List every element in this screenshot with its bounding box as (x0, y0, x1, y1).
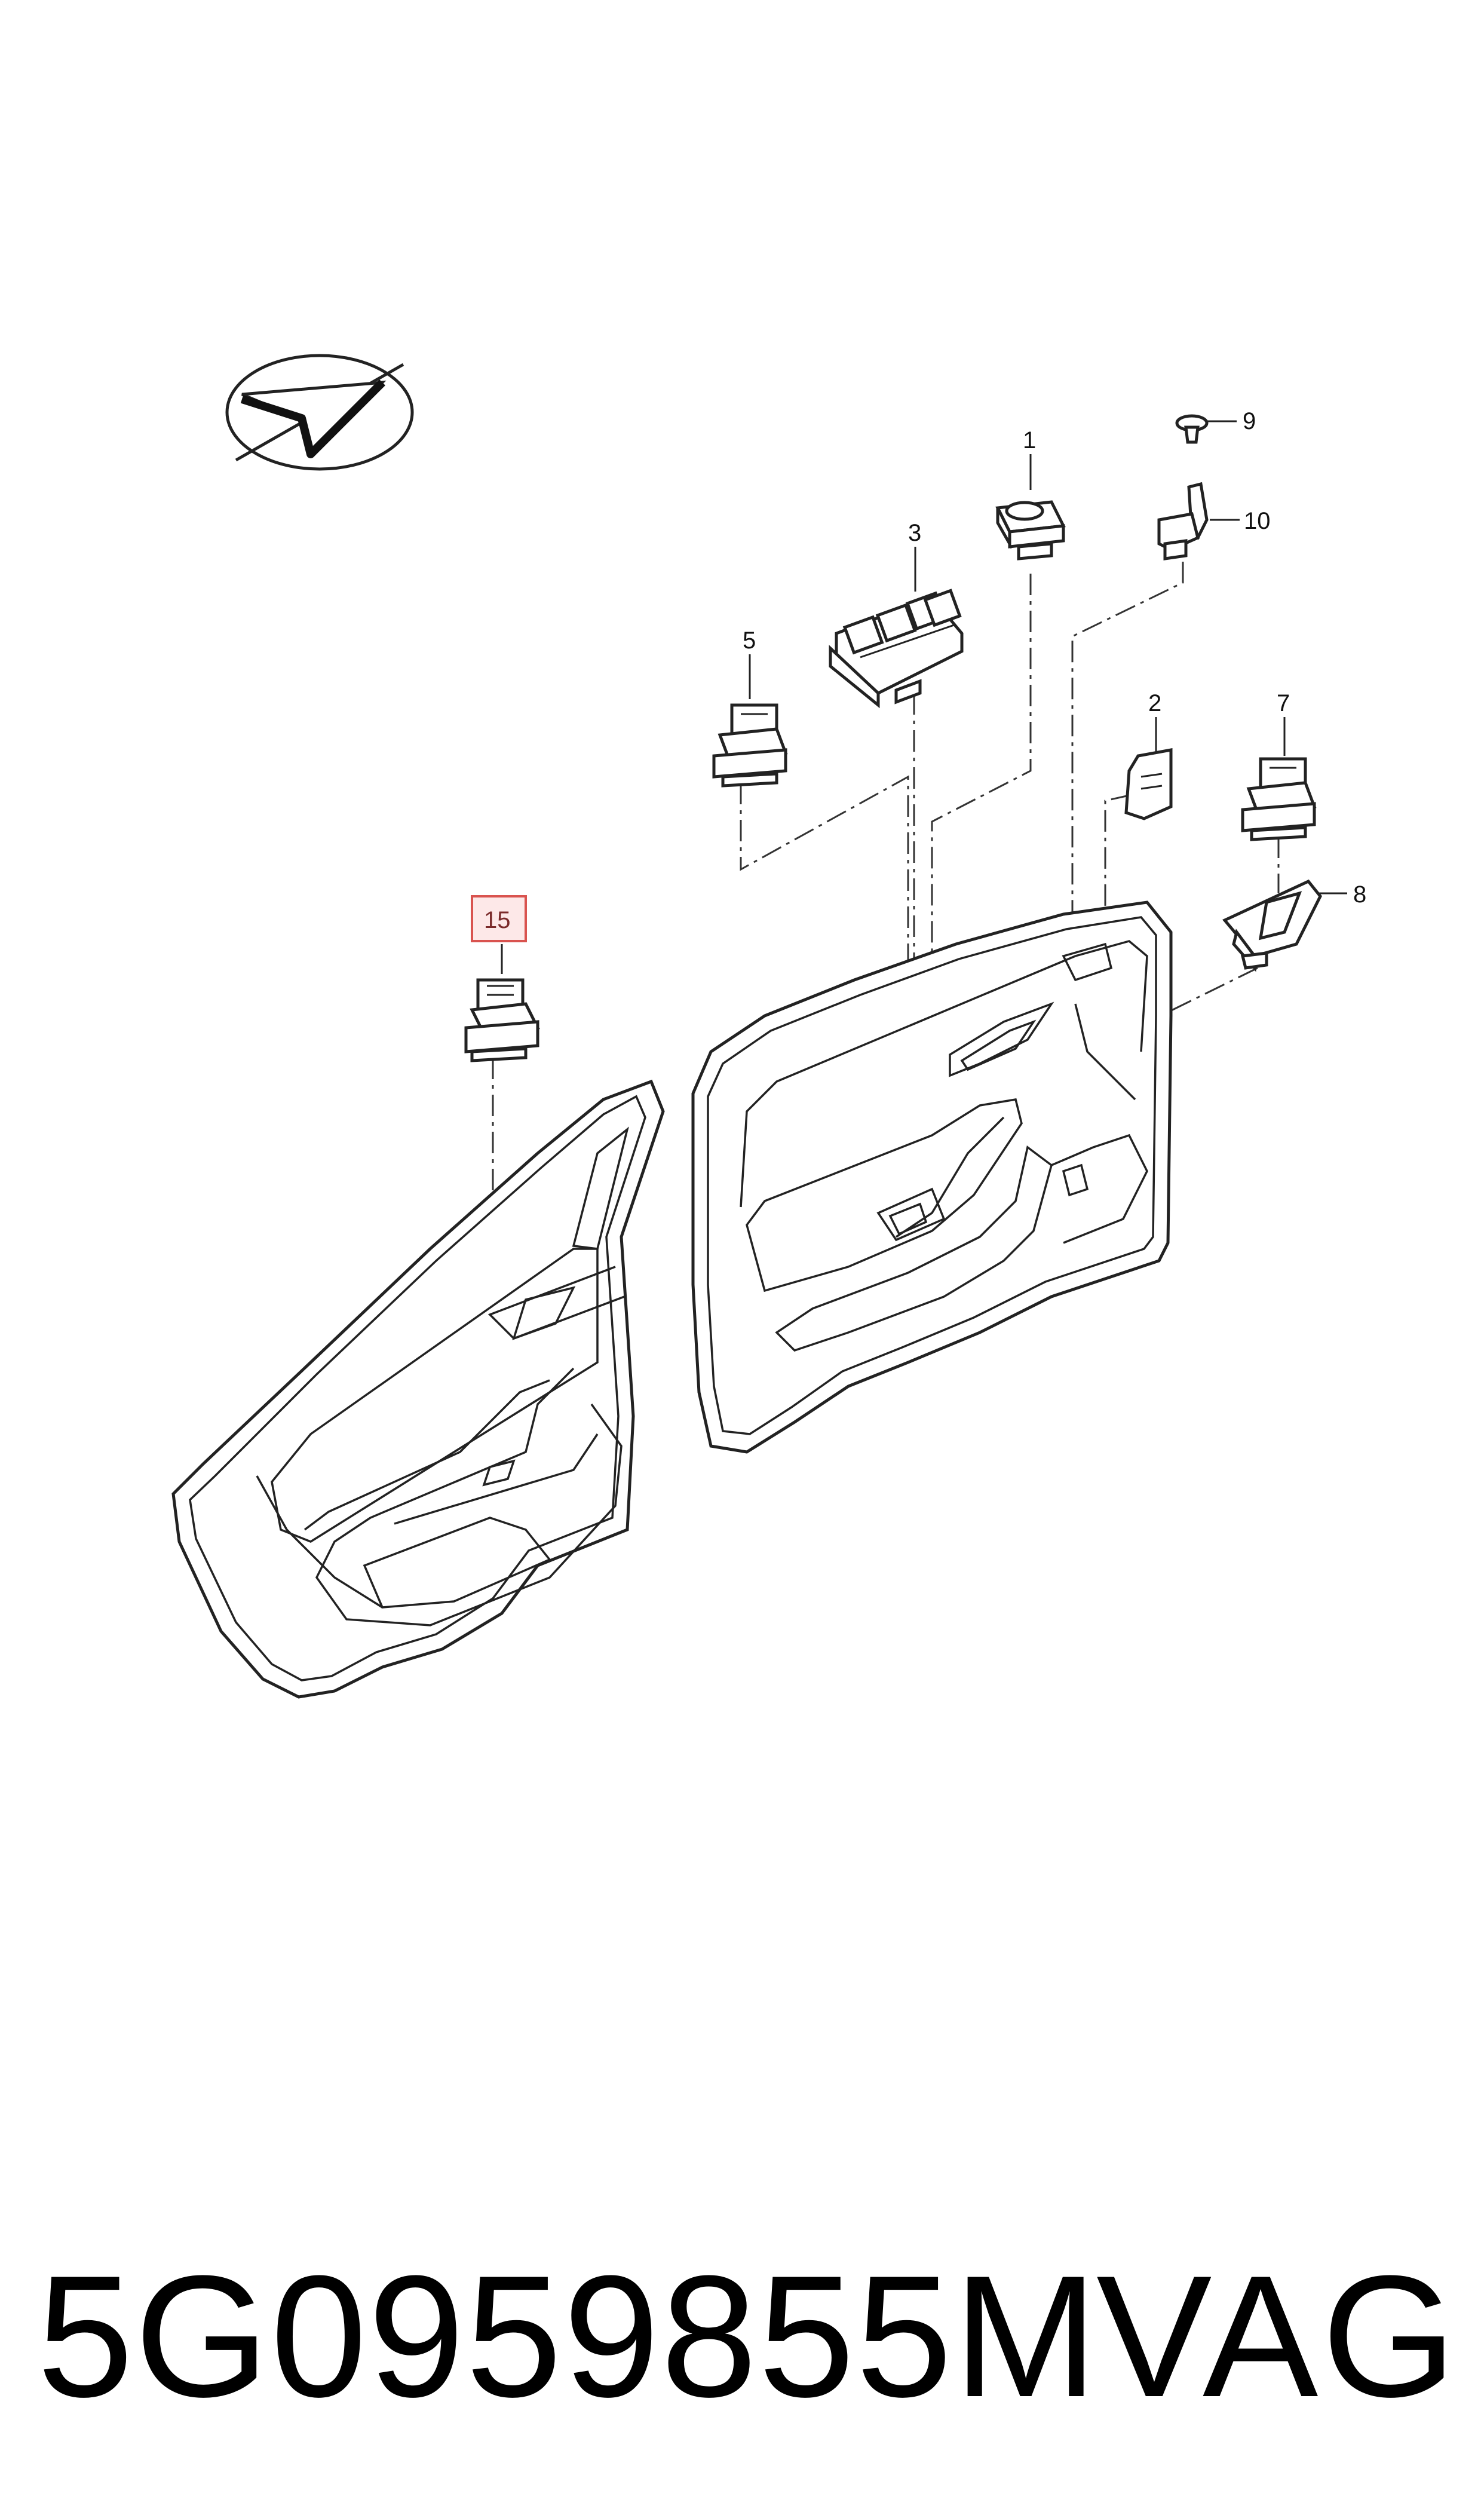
part-3-master-switch[interactable] (829, 589, 964, 709)
part-15-switch[interactable] (464, 978, 540, 1062)
callout-labels: 1 2 3 5 7 8 9 10 15 (471, 408, 1366, 942)
callout-15[interactable]: 15 (484, 907, 511, 933)
part-number: 5G0959855M (37, 2240, 1099, 2433)
part-8-bezel[interactable] (1222, 879, 1322, 972)
callout-2[interactable]: 2 (1148, 690, 1161, 716)
callout-9[interactable]: 9 (1243, 408, 1256, 434)
orientation-logo (225, 354, 414, 471)
front-door-panel (691, 900, 1173, 1454)
callout-15-highlight-box (471, 895, 527, 942)
part-5-switch[interactable] (712, 703, 788, 788)
footer: 5G0959855M VAG (0, 2247, 1484, 2426)
callout-10[interactable]: 10 (1244, 508, 1271, 534)
brand-name: VAG (1096, 2240, 1460, 2433)
callout-8[interactable]: 8 (1353, 881, 1366, 908)
part-2-trim-switch[interactable] (1124, 748, 1173, 820)
callout-3[interactable]: 3 (908, 520, 921, 546)
callout-1[interactable]: 1 (1023, 427, 1036, 454)
part-10-connector[interactable] (1157, 482, 1209, 560)
callout-7[interactable]: 7 (1277, 690, 1290, 716)
part-9-clip[interactable] (1175, 414, 1209, 444)
part-7-switch[interactable] (1241, 757, 1317, 841)
rear-door-panel (171, 1079, 665, 1699)
callout-5[interactable]: 5 (743, 627, 756, 654)
part-1-mirror-switch[interactable] (995, 500, 1066, 560)
